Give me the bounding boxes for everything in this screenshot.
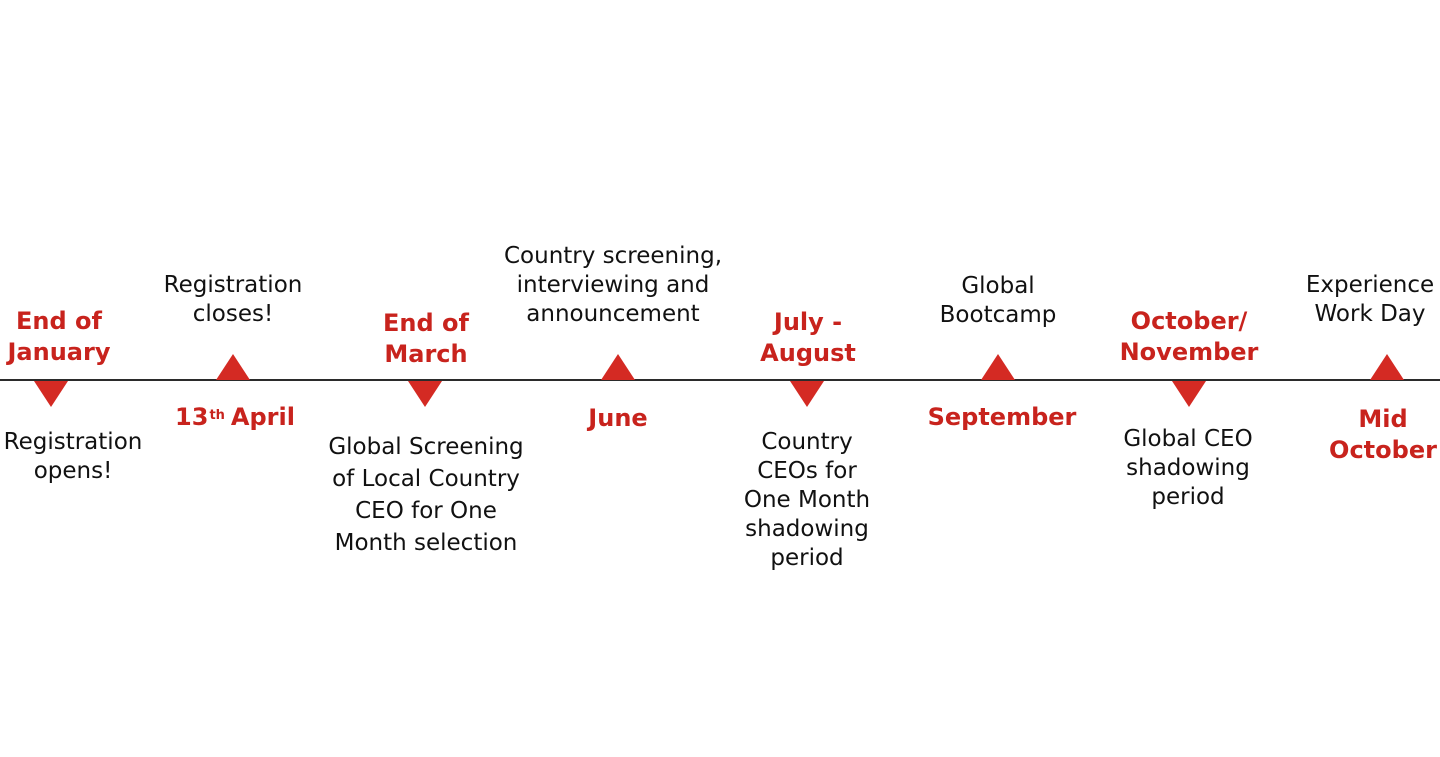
event-8-date-line-2: October [1329,436,1437,464]
timeline-axis [0,379,1440,381]
event-6-description-line-1: Global [961,273,1035,299]
event-2-date-day: 13 [175,403,209,431]
event-4-description-line-1: Country screening, [503,243,723,269]
event-5-description-line-1: Country [761,429,853,455]
event-7-date-line-2: November [1119,338,1259,366]
event-2-date-suffix: th [209,408,225,423]
event-6-marker-up [981,354,1015,380]
event-1-description-line-1: Registration [3,429,143,455]
event-3-date-line-2: March [384,340,468,368]
event-4-description: Country screening, interviewing and anno… [496,242,730,329]
event-3-date-line-1: End of [383,309,469,337]
event-2-date: 13th April [160,402,310,433]
event-8-description: Experience Work Day [1300,271,1440,329]
event-3-description-line-4: Month selection [334,530,518,556]
event-5-marker-down [790,381,824,407]
event-3-description-line-3: CEO for One [355,498,497,524]
event-3-description: Global Screening of Local Country CEO fo… [318,431,534,559]
event-5-description: Country CEOs for One Month shadowing per… [730,428,884,573]
event-3-description-line-2: of Local Country [332,466,520,492]
event-7-description: Global CEO shadowing period [1108,425,1268,512]
event-1-description-line-2: opens! [33,458,113,484]
event-5-date: July - August [752,307,864,369]
event-5-description-line-3: One Month [743,487,871,513]
event-8-marker-up [1370,354,1404,380]
event-7-description-line-3: period [1151,484,1225,510]
event-4-date-line-1: June [588,404,648,432]
event-2-date-month: April [230,403,295,431]
event-4-description-line-2: interviewing and [516,272,710,298]
event-7-description-line-2: shadowing [1126,455,1250,481]
event-5-date-line-1: July - [773,308,843,336]
event-7-description-line-1: Global CEO [1123,426,1253,452]
event-8-date: Mid October [1326,404,1440,466]
event-7-marker-down [1172,381,1206,407]
event-1-description: Registration opens! [0,428,146,486]
event-4-date: June [568,403,668,434]
event-7-date-line-1: October/ [1130,307,1248,335]
event-1-marker-down [34,381,68,407]
event-8-description-line-1: Experience [1305,272,1435,298]
event-2-description-line-2: closes! [192,301,274,327]
event-8-description-line-2: Work Day [1314,301,1426,327]
event-6-date-line-1: September [927,403,1077,431]
event-3-marker-down [408,381,442,407]
event-5-date-line-2: August [760,339,856,367]
event-1-date-line-2: January [7,338,111,366]
event-2-description: Registration closes! [152,271,314,329]
event-2-marker-up [216,354,250,380]
event-5-description-line-4: shadowing [745,516,869,542]
event-7-date: October/ November [1112,306,1266,368]
event-3-date: End of March [372,308,480,370]
event-6-date: September [922,402,1082,433]
event-2-description-line-1: Registration [163,272,303,298]
event-4-marker-up [601,354,635,380]
event-1-date-line-1: End of [16,307,102,335]
event-1-date: End of January [4,306,114,368]
event-5-description-line-2: CEOs for [757,458,857,484]
event-3-description-line-1: Global Screening [328,434,524,460]
event-6-description: Global Bootcamp [928,272,1068,330]
event-4-description-line-3: announcement [526,301,700,327]
event-6-description-line-2: Bootcamp [939,302,1057,328]
event-5-description-line-5: period [770,545,844,571]
event-8-date-line-1: Mid [1358,405,1408,433]
